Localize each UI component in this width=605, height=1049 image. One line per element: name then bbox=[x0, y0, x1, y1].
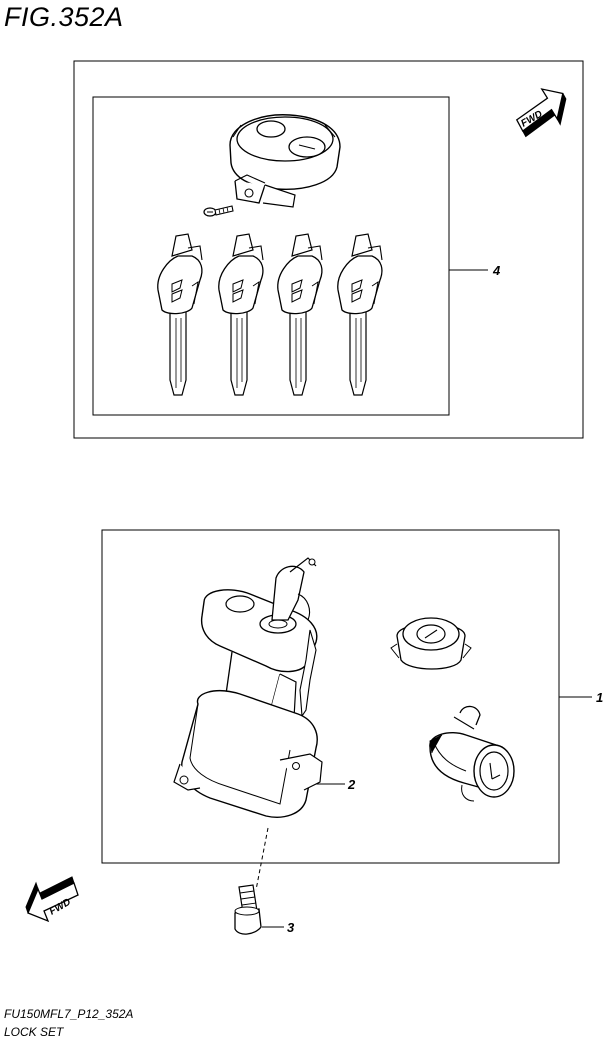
key-icon bbox=[157, 233, 203, 396]
key-icon bbox=[218, 233, 264, 396]
key-icon bbox=[277, 233, 323, 396]
footer-section-name: LOCK SET bbox=[4, 1025, 64, 1039]
upper-inner-frame bbox=[92, 96, 450, 416]
figure-title: FIG.352A bbox=[4, 2, 124, 32]
key-icon bbox=[337, 233, 383, 396]
fwd-arrow-icon bbox=[511, 84, 572, 139]
callout-4: 4 bbox=[492, 263, 501, 278]
footer-model-code: FU150MFL7_P12_352A bbox=[4, 1007, 134, 1021]
lock-cylinder-icon bbox=[429, 705, 515, 802]
seat-lock-icon bbox=[390, 617, 472, 670]
lock-cylinder-icon bbox=[229, 114, 341, 208]
upper-outer-frame bbox=[73, 60, 584, 439]
alignment-line bbox=[255, 827, 269, 891]
bolt-icon bbox=[234, 884, 262, 935]
lower-frame bbox=[101, 529, 560, 864]
callout-1: 1 bbox=[596, 690, 603, 705]
callout-2: 2 bbox=[347, 777, 356, 792]
callout-3: 3 bbox=[287, 920, 295, 935]
ignition-switch-icon bbox=[173, 557, 323, 818]
screw-icon bbox=[203, 205, 234, 217]
